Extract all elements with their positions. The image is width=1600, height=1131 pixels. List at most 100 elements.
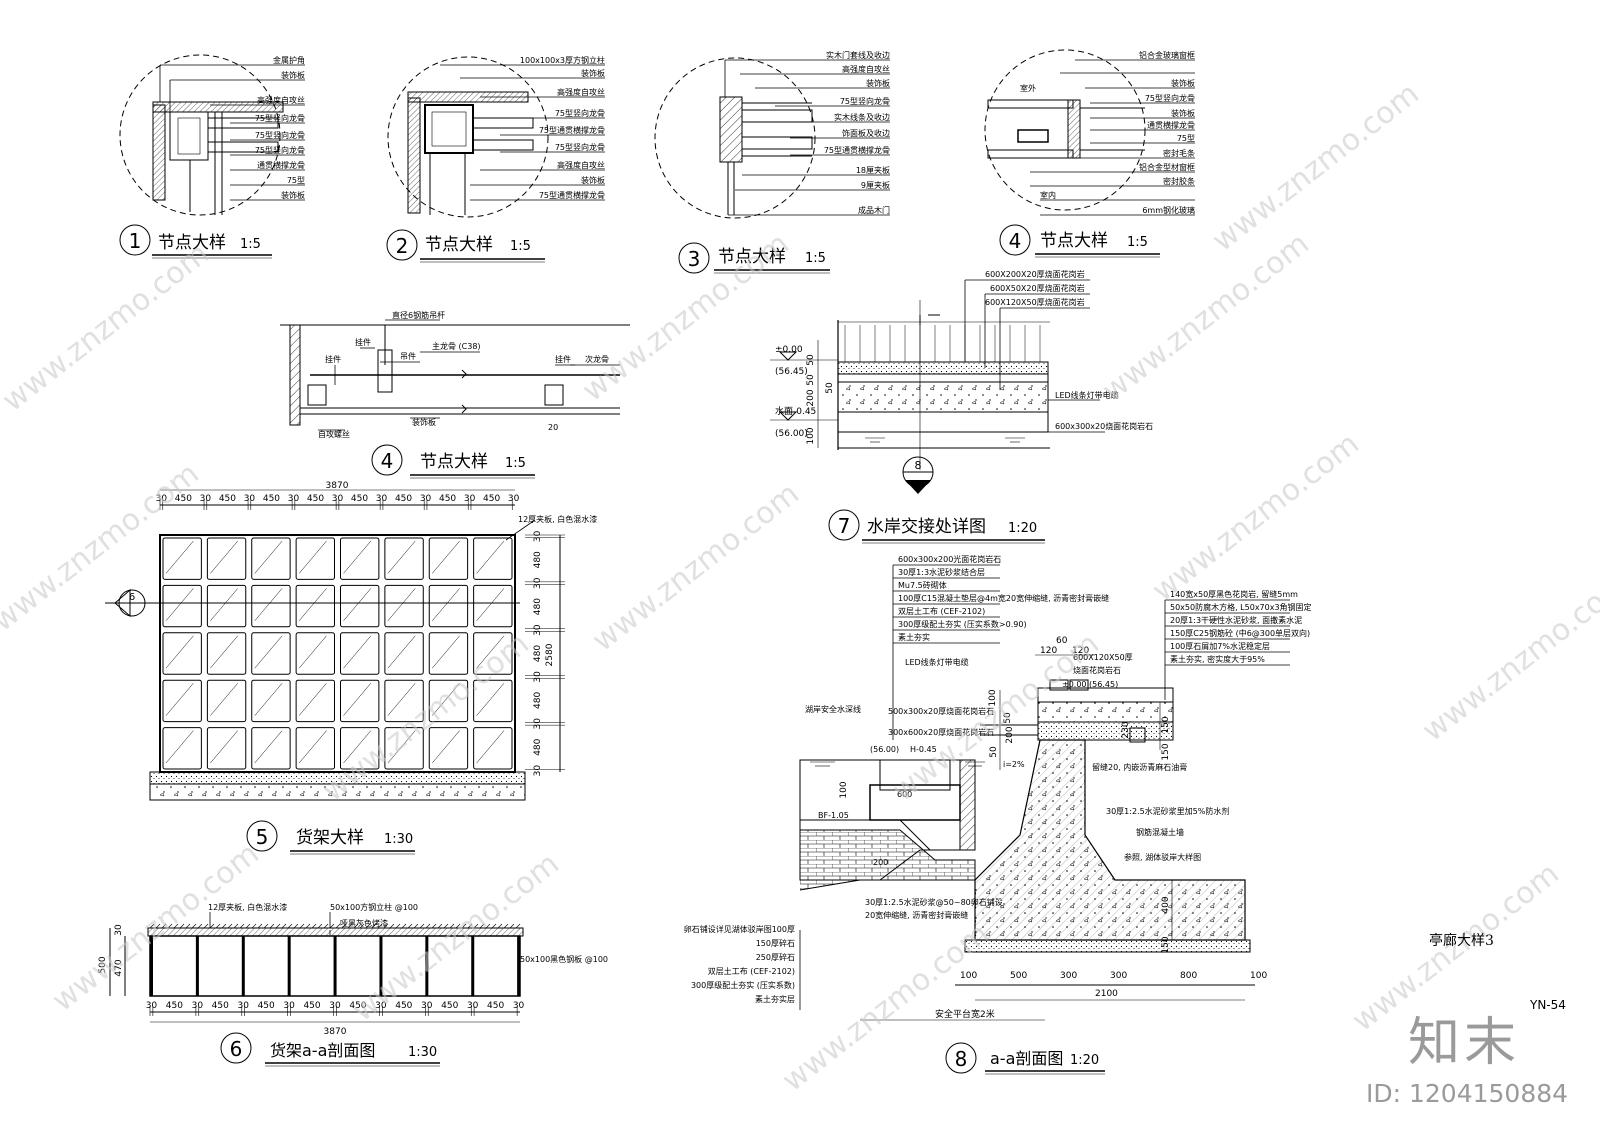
detail-5-dim: 30 xyxy=(288,494,300,504)
glass-reflection-line xyxy=(165,683,194,716)
shelf-cell xyxy=(295,727,335,770)
detail-8-dim: 400 xyxy=(1161,896,1171,913)
detail-8-dim: 120 xyxy=(1072,646,1089,656)
detail-5-dim: 480 xyxy=(533,691,543,708)
glass-reflection-line xyxy=(210,540,238,574)
detail-5-dim: 450 xyxy=(263,494,280,504)
glass-reflection-line xyxy=(298,683,327,716)
shelf-cell xyxy=(340,727,380,770)
detail-6-number: 6 xyxy=(230,1037,243,1061)
detail-8-dim: 100 xyxy=(988,689,998,706)
detail-7-leaders xyxy=(964,279,1105,433)
detail-5-dim: 30 xyxy=(533,671,543,683)
detail-6-dim: 500 xyxy=(98,956,108,973)
detail-5-dim: 30 xyxy=(533,624,543,636)
top-cap-hatch xyxy=(497,923,503,929)
detail-1-label: 通贯横撑龙骨 xyxy=(257,160,305,170)
glass-reflection-line xyxy=(387,683,416,716)
detail-4-scale: 1:5 xyxy=(1127,235,1148,250)
top-cap-hatch xyxy=(407,923,413,929)
glass-reflection-line xyxy=(254,683,283,716)
shelf-post xyxy=(333,936,337,996)
shelf-cell xyxy=(206,679,247,723)
detail-8-label: 600x300x200光面花岗岩石 xyxy=(898,554,1001,564)
top-cap-hatch xyxy=(287,923,293,929)
shelf-cell xyxy=(295,632,335,675)
detail-8-dim: 150 xyxy=(1161,743,1171,760)
detail-4b-leaders xyxy=(318,319,620,431)
detail-5-dim: 480 xyxy=(533,645,543,662)
shelf-cell xyxy=(251,632,291,675)
detail-1-drawing xyxy=(152,101,284,215)
detail-5-dim: 450 xyxy=(483,494,500,504)
top-cap-hatch xyxy=(371,923,377,929)
detail-1-node: 金属护角 装饰板 高强度自攻丝 75型竖向龙骨 75型竖向龙骨 75型竖向龙骨 … xyxy=(119,54,305,259)
section-mark-8: 8 xyxy=(902,456,934,494)
detail-8-label: 140宽x50厚黑色花岗岩, 留缝5mm xyxy=(1170,589,1298,599)
detail-3-leaders xyxy=(724,59,890,216)
top-cap-hatch xyxy=(185,923,191,929)
glass-reflection-line xyxy=(387,635,416,669)
detail-4-label: 75型 xyxy=(1177,134,1195,143)
detail-5-dim: 450 xyxy=(351,494,368,504)
detail-7-title: 7 水岸交接处详图 1:20 xyxy=(828,509,1045,544)
detail-8-labels-bottom-left: 卵石铺设详见湖体驳岸图100厚 150厚碎石 250厚碎石 双层土工布 (CEF… xyxy=(684,924,795,1004)
top-cap-hatch xyxy=(467,923,473,929)
glass-reflection-line xyxy=(476,540,505,574)
detail-6-labels: 12厚夹板, 白色混水漆 50x100方钢立柱 @100 哑黑灰色烤漆 50x1… xyxy=(208,902,608,964)
detail-8-label: 双层土工布 (CEF-2102) xyxy=(708,966,795,976)
top-cap-hatch xyxy=(365,923,371,929)
detail-8-labels-top-right: 140宽x50厚黑色花岗岩, 留缝5mm 50x50防腐木方格, L50x70x… xyxy=(1170,589,1312,664)
detail-6-dim: 470 xyxy=(114,959,124,976)
top-cap-hatch xyxy=(461,923,467,929)
shelf-cell xyxy=(206,584,247,628)
detail-4b-label: 自攻螺丝 xyxy=(318,429,350,439)
top-cap-hatch xyxy=(281,923,287,929)
detail-4-title: 4 节点大样 1:5 xyxy=(999,224,1160,258)
sheet-number: YN-54 xyxy=(1530,998,1566,1012)
shelf-cell xyxy=(206,537,247,580)
shelf-cell xyxy=(473,727,513,770)
detail-6-label: 50x100方钢立柱 @100 xyxy=(330,902,418,912)
detail-8-title-text: a-a剖面图 xyxy=(990,1049,1063,1068)
detail-2-drawing xyxy=(407,91,534,215)
shelf-cell xyxy=(251,584,291,628)
shelf-cell xyxy=(473,584,513,628)
detail-7-dims: 50 50 200 100 50 xyxy=(806,340,835,448)
detail-7-level: 水面-0.45 xyxy=(775,405,816,417)
detail-2-label: 高强度自攻丝 xyxy=(557,87,605,97)
detail-6-label: 12厚夹板, 白色混水漆 xyxy=(208,902,287,912)
detail-7-drawing xyxy=(837,300,1050,470)
detail-7-number: 7 xyxy=(838,514,851,538)
detail-5-total-height: 2580 xyxy=(545,643,555,666)
detail-8-label: i=2% xyxy=(1003,760,1025,769)
shelf-cell xyxy=(428,537,469,580)
detail-8-label: 600 xyxy=(897,790,912,799)
detail-8-dim: 300 xyxy=(1060,971,1077,981)
glass-reflection-line xyxy=(387,588,416,621)
glass-reflection-line xyxy=(432,588,460,621)
detail-6-label: 50x100黑色钢板 @100 xyxy=(520,954,608,964)
top-cap-hatch xyxy=(449,923,455,929)
detail-3-label: 实木门套线及收边 xyxy=(826,50,890,60)
detail-4-number: 4 xyxy=(1009,229,1022,253)
detail-7-title-text: 水岸交接处详图 xyxy=(867,517,986,537)
detail-3-drawing xyxy=(719,96,813,215)
glass-reflection-line xyxy=(476,588,505,621)
detail-8-label: 250厚碎石 xyxy=(756,952,795,962)
detail-4b-label: 直径6钢筋吊杆 xyxy=(392,310,445,320)
detail-1-leaders xyxy=(159,64,305,201)
detail-2-node: 100x100x3厚方钢立柱 装饰板 高强度自攻丝 75型竖向龙骨 75型通贯横… xyxy=(386,55,605,263)
detail-8-label: 素土夯实层 xyxy=(755,994,795,1004)
detail-3-labels: 实木门套线及收边 高强度自攻丝 装饰板 75型竖向龙骨 实木线条及收边 饰面板及… xyxy=(824,50,890,215)
detail-8-label: 100厚石屑加7%水泥稳定层 xyxy=(1170,641,1270,651)
detail-4-label: 铝合金型材窗框 xyxy=(1139,162,1195,172)
shelf-cell xyxy=(340,679,380,723)
top-cap-hatch xyxy=(197,923,203,929)
detail-3-label: 装饰板 xyxy=(866,78,890,88)
glass-reflection-line xyxy=(165,540,194,574)
detail-4b-scale: 1:5 xyxy=(505,456,526,471)
glass-reflection-line xyxy=(210,683,238,716)
shelf-cell xyxy=(384,632,424,675)
